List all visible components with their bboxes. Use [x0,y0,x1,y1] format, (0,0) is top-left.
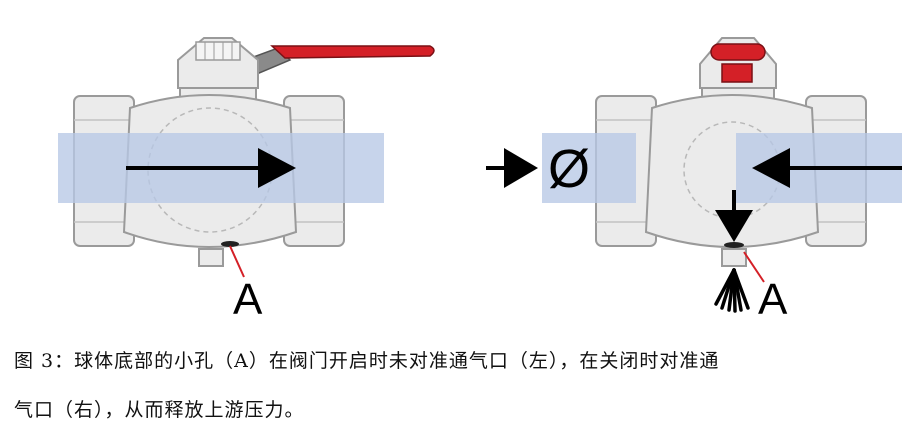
right-valve-label-a: A [758,275,788,324]
vent-spray-lines [714,268,750,313]
left-valve-handle [238,45,435,77]
right-valve-vent-plug [721,248,747,267]
left-valve-open: A [58,37,435,324]
left-valve-leader-line [229,245,245,278]
left-valve-label-a: A [233,275,263,324]
upstream-pressure-arrow [752,148,902,188]
right-valve-closed: Ø A [542,37,902,324]
left-valve-hole [221,241,239,247]
figure-caption-line-1: 图 3：球体底部的小孔（A）在阀门开启时未对准通气口（左），在关闭时对准通 [14,350,720,372]
inlet-arrow [486,148,538,188]
left-valve-stem [177,37,259,103]
left-flow-arrow [126,148,296,188]
figure-caption-line-2: 气口（右），从而释放上游压力。 [14,399,305,421]
right-valve-inlet-band [542,133,636,203]
blocked-symbol: Ø [548,139,590,199]
right-valve-stem [699,37,777,103]
vent-down-arrow [715,190,753,242]
right-valve-hole [724,242,744,248]
left-valve-vent-plug [198,248,224,267]
right-valve-leader-line [743,251,765,283]
valve-diagram: A Ø [58,37,902,324]
